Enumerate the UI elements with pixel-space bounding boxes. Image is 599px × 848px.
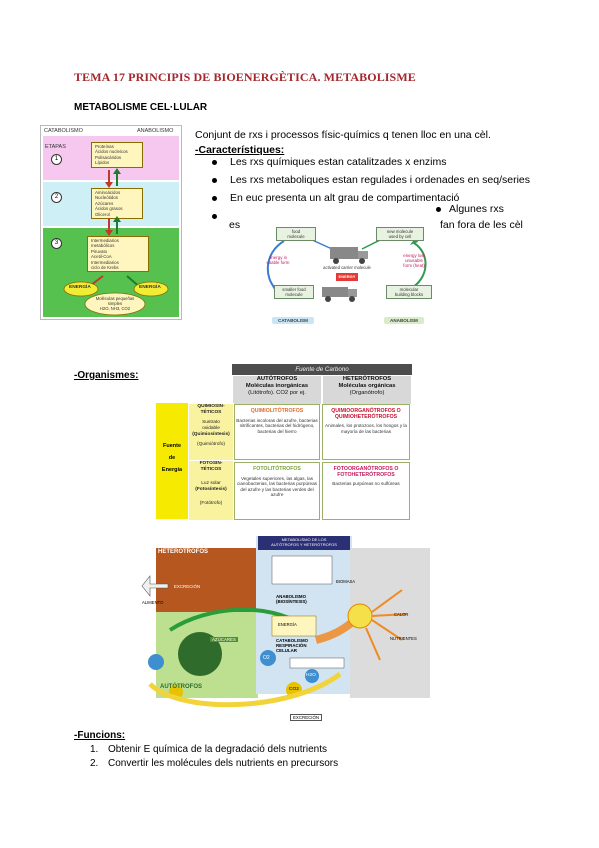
list-item: Les rxs metaboliques estan regulades i o… — [212, 174, 542, 192]
page-title: TEMA 17 PRINCIPIS DE BIOENERGÈTICA. META… — [74, 70, 416, 84]
small-molecules-ellipse — [84, 292, 146, 316]
organisms-classification-table: Fuente de Carbono AUTÓTROFOS Moléculas i… — [156, 364, 412, 521]
characteristics-list: Les rxs químiques estan catalitzades x e… — [212, 156, 542, 228]
anabolism-label: ANABOLISMO — [137, 128, 174, 134]
carrier-label: activated carrier molecule — [323, 265, 371, 270]
anabolism-pill: ANABOLISM — [384, 317, 424, 324]
heterotrophs-label: HETERÓTROFOS — [158, 549, 209, 555]
list-item-empty — [212, 210, 542, 228]
list-item: En euc presenta un alt grau de compartim… — [212, 192, 542, 210]
autotroph-heterotroph-metabolism-figure: HETERÓTROFOS AUTÓTROFOS METABOLISMO DE L… — [140, 534, 430, 724]
stages-label: ETAPAS — [45, 144, 66, 150]
chemosynthetic-cell: QUIMIOSIN- TÉTICOS Sustrato oxidable (Qu… — [188, 403, 234, 462]
list-item: 1.Obtenir E química de la degradació del… — [90, 744, 328, 755]
stage-arrows — [63, 168, 169, 316]
bullet5-continuation: fan fora de les cèl — [440, 219, 523, 231]
stage-number: 2 — [51, 192, 62, 203]
characteristics-heading: -Característiques: — [195, 144, 285, 156]
nutrients-label: NUTRIENTES — [390, 636, 417, 641]
functions-heading: -Funcions: — [74, 730, 126, 741]
anabolism-label: ANABOLISMO(BIOSÍNTESIS) — [276, 594, 307, 604]
h2o-label: H2O — [306, 673, 316, 678]
energy-ellipse-left — [63, 281, 99, 297]
energy-label: ENERGÍA — [278, 622, 297, 627]
sugars-label: AZÚCARES — [210, 637, 238, 642]
table-header: Fuente de Carbono — [232, 364, 412, 375]
biomass-label: BIOMASA — [336, 579, 356, 584]
excretion-label-bottom: EXCRECIÓN — [290, 714, 323, 721]
food-label: ALIMENTO — [142, 600, 164, 605]
heat-label: CALOR — [394, 612, 409, 617]
metabolism-diagram — [141, 536, 430, 708]
metabolism-definition: Conjunt de rxs i processos físic-químics… — [195, 129, 491, 141]
column-autotrophs: AUTÓTROFOS Moléculas inorgánicas (Litótr… — [232, 375, 322, 405]
catabolism-label: CATABOLISMO — [44, 128, 83, 134]
photosynthetic-cell: FOTOSIN- TÉTICOS Luz solar (Fotosíntesis… — [188, 460, 234, 521]
bullet4-start: es — [229, 219, 241, 231]
catabolism-pill: CATABOLISM — [272, 317, 314, 324]
energy-ellipse-right — [133, 281, 169, 297]
excretion-label-top: EXCRECIÓN — [174, 584, 201, 589]
list-item: Les rxs químiques estan catalitzades x e… — [212, 156, 542, 174]
energy-label-left: ENERGÍA — [69, 285, 91, 290]
stage-number: 3 — [51, 238, 62, 249]
list-item: 2.Convertir les molécules dels nutrients… — [90, 758, 339, 769]
red-arrows — [86, 170, 113, 289]
bullet5: Algunes rxs — [436, 203, 504, 215]
green-arrows — [113, 168, 142, 289]
energy-tag: ENERGY — [338, 274, 356, 279]
metabolism-stages-figure: CATABOLISMO ANABOLISMO ETAPAS 1 2 3 Prot… — [40, 125, 182, 320]
energy-label-right: ENERGÍA — [139, 285, 161, 290]
o2-label: O2 — [263, 655, 270, 661]
functions-list: 1.Obtenir E química de la degradació del… — [90, 744, 338, 772]
section-subtitle: METABOLISME CEL·LULAR — [74, 102, 208, 113]
energy-source-label: Fuente de Energía — [156, 403, 188, 519]
autotrophs-label: AUTÓTROFOS — [160, 684, 202, 690]
organisms-heading: -Organismes: — [74, 370, 139, 381]
co2-label: CO2 — [289, 687, 299, 692]
stage-number: 1 — [51, 154, 62, 165]
column-heterotrophs: HETERÓTROFOS Moléculas orgánicas (Organó… — [322, 375, 412, 405]
